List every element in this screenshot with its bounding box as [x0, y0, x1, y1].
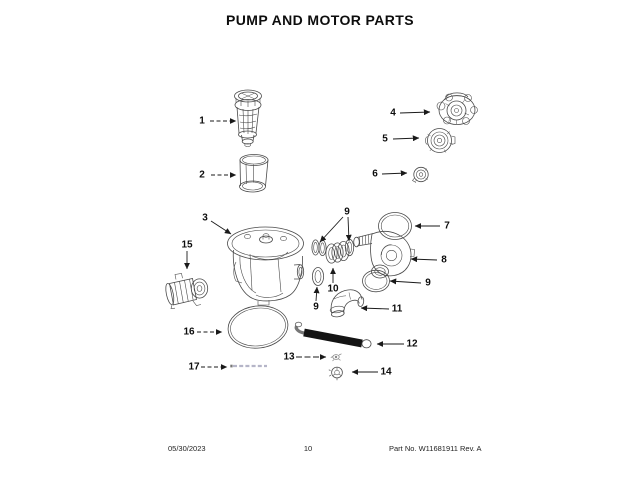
part-6-seal-drawing [412, 166, 429, 183]
leader-9a2 [345, 216, 352, 242]
callout-16: 16 [183, 326, 195, 338]
part-15-drain-pump-drawing [165, 273, 209, 309]
callout-10: 10 [327, 283, 339, 295]
part-14-check-valve-drawing [328, 366, 343, 381]
callout-7: 7 [444, 220, 450, 232]
part-13-clamp-drawing [330, 353, 342, 362]
part-9-seals-drawing [311, 238, 390, 293]
callout-1: 1 [199, 115, 205, 127]
part-4-motor-drawing [436, 92, 478, 125]
part-3-sump-assembly-drawing [227, 226, 305, 306]
leader-8 [410, 256, 438, 263]
leader-9c [389, 278, 422, 285]
callout-15: 15 [181, 239, 193, 251]
callout-2: 2 [199, 169, 205, 181]
callout-11: 11 [391, 303, 403, 315]
leader-5 [392, 135, 420, 142]
leader-9a1 [319, 216, 344, 243]
callout-17: 17 [188, 361, 200, 373]
callout-14: 14 [380, 366, 392, 378]
callout-8: 8 [441, 254, 447, 266]
leader-3 [210, 220, 232, 235]
part-8-volute-drawing [353, 231, 415, 279]
leader-11 [360, 305, 390, 312]
callout-3: 3 [202, 212, 208, 224]
page-title: PUMP AND MOTOR PARTS [226, 12, 414, 28]
callout-6: 6 [372, 168, 378, 180]
part-5-pump-cover-drawing [425, 128, 456, 153]
part-7-oring-drawing [378, 212, 412, 240]
callout-9-bottom: 9 [313, 301, 319, 313]
callout-12: 12 [406, 338, 418, 350]
footer-page-number: 10 [303, 444, 313, 453]
part-10-seal-stack-drawing [325, 240, 350, 264]
leader-9b [313, 286, 320, 302]
leader-4 [399, 109, 431, 116]
leader-6 [381, 170, 408, 177]
footer-part-number: Part No. W11681911 Rev. A [389, 444, 482, 453]
part-16-oring-drawing [227, 305, 289, 349]
part-1-filter-assembly-drawing [234, 89, 262, 147]
callout-9-top: 9 [344, 206, 350, 218]
callout-5: 5 [382, 133, 388, 145]
part-17-seal-strip-drawing [230, 364, 267, 368]
part-2-filter-cup-drawing [239, 154, 269, 193]
leader-lines [184, 109, 440, 375]
part-11-elbow-hose-drawing [329, 289, 365, 318]
footer-date: 05/30/2023 [168, 444, 206, 453]
callout-4: 4 [390, 107, 396, 119]
callout-9-right: 9 [425, 277, 431, 289]
part-drawings [165, 89, 478, 381]
part-12-drain-hose-drawing [294, 321, 372, 349]
callout-13: 13 [283, 351, 295, 363]
